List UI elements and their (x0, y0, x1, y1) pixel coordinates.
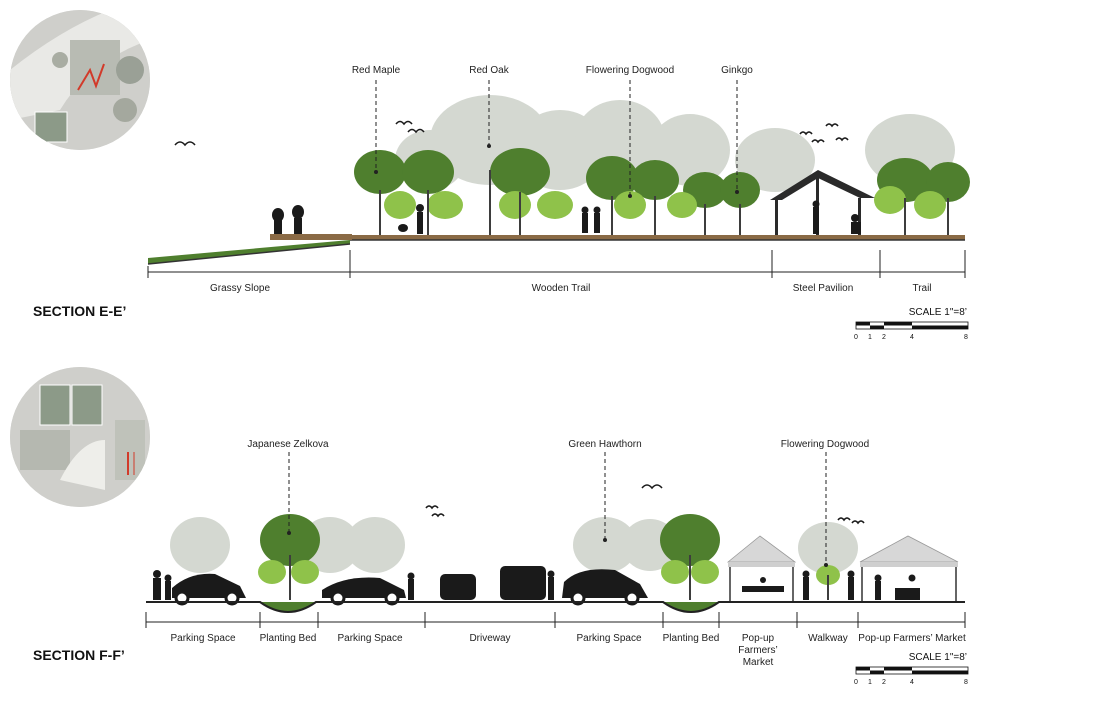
tree-label: Green Hawthorn (568, 439, 641, 450)
zone-label-walkway: Walkway (808, 633, 848, 644)
zone-labels-e: Grassy Slope Wooden Trail Steel Pavilion… (210, 283, 932, 294)
key-map-f (10, 367, 150, 507)
tree-labels-f: Japanese Zelkova Green Hawthorn Flowerin… (247, 439, 869, 450)
scale-tick: 1 (868, 334, 872, 341)
canopy-trees-e (354, 148, 970, 236)
scale-tick: 0 (854, 679, 858, 686)
section-f: Japanese Zelkova Green Hawthorn Flowerin… (33, 439, 969, 686)
tree-label: Ginkgo (721, 65, 753, 76)
zone-label-parking-space: Parking Space (576, 633, 641, 644)
tree-label: Flowering Dogwood (781, 439, 869, 450)
scale-tick: 8 (964, 334, 968, 341)
dimension-line-e (147, 250, 966, 278)
tree-label: Flowering Dogwood (586, 65, 674, 76)
zone-label-farmers-market: Pop-up Farmers’ Market (858, 633, 966, 644)
scale-tick: 2 (882, 679, 886, 686)
section-title-f: SECTION F-F’ (33, 647, 125, 663)
scale-tick: 0 (854, 334, 858, 341)
canopy-trees-f (258, 514, 840, 600)
bird-icons-f (425, 484, 865, 525)
zone-label-grassy-slope: Grassy Slope (210, 283, 270, 294)
ground-f (146, 601, 965, 613)
zone-label-parking-space: Parking Space (337, 633, 402, 644)
zone-label-trail: Trail (912, 283, 931, 294)
scale-bar-e: SCALE 1"=8’ 0 1 2 4 8 (854, 307, 969, 341)
dimension-line-f (145, 612, 966, 628)
zone-label-planting-bed: Planting Bed (663, 633, 720, 644)
section-e: Red Maple Red Oak Flowering Dogwood Gink… (33, 65, 970, 341)
zone-label-market: Farmers’ (738, 645, 777, 656)
key-map-e (10, 10, 150, 150)
tree-label: Red Oak (469, 65, 509, 76)
scale-tick: 1 (868, 679, 872, 686)
zone-label-market: Pop-up (742, 633, 775, 644)
zone-label-wooden-trail: Wooden Trail (532, 283, 591, 294)
scale-tick: 4 (910, 334, 914, 341)
zone-labels-f: Parking Space Planting Bed Parking Space… (170, 633, 965, 668)
tree-label: Red Maple (352, 65, 401, 76)
scale-tick: 4 (910, 679, 914, 686)
scale-label: SCALE 1"=8’ (909, 652, 967, 663)
zone-label-market: Market (743, 657, 774, 668)
scale-tick: 2 (882, 334, 886, 341)
tree-labels-e: Red Maple Red Oak Flowering Dogwood Gink… (352, 65, 753, 76)
bird-icons-e (174, 120, 849, 147)
zone-label-driveway: Driveway (469, 633, 510, 644)
market-tents (726, 535, 959, 601)
scale-label: SCALE 1"=8’ (909, 307, 967, 318)
background-trees-f (170, 517, 858, 574)
zone-label-planting-bed: Planting Bed (260, 633, 317, 644)
scale-tick: 8 (964, 679, 968, 686)
people-silhouettes-e (272, 200, 861, 234)
zone-label-parking-space: Parking Space (170, 633, 235, 644)
people-silhouettes-f (153, 570, 920, 600)
tree-leader-lines-e (375, 80, 738, 196)
tree-label: Japanese Zelkova (247, 439, 329, 450)
section-title-e: SECTION E-E’ (33, 303, 126, 319)
tree-leader-lines-f (288, 452, 827, 565)
zone-label-steel-pavilion: Steel Pavilion (793, 283, 854, 294)
scale-bar-f: SCALE 1"=8’ 0 1 2 4 8 (854, 652, 969, 686)
ground-e (147, 234, 965, 265)
